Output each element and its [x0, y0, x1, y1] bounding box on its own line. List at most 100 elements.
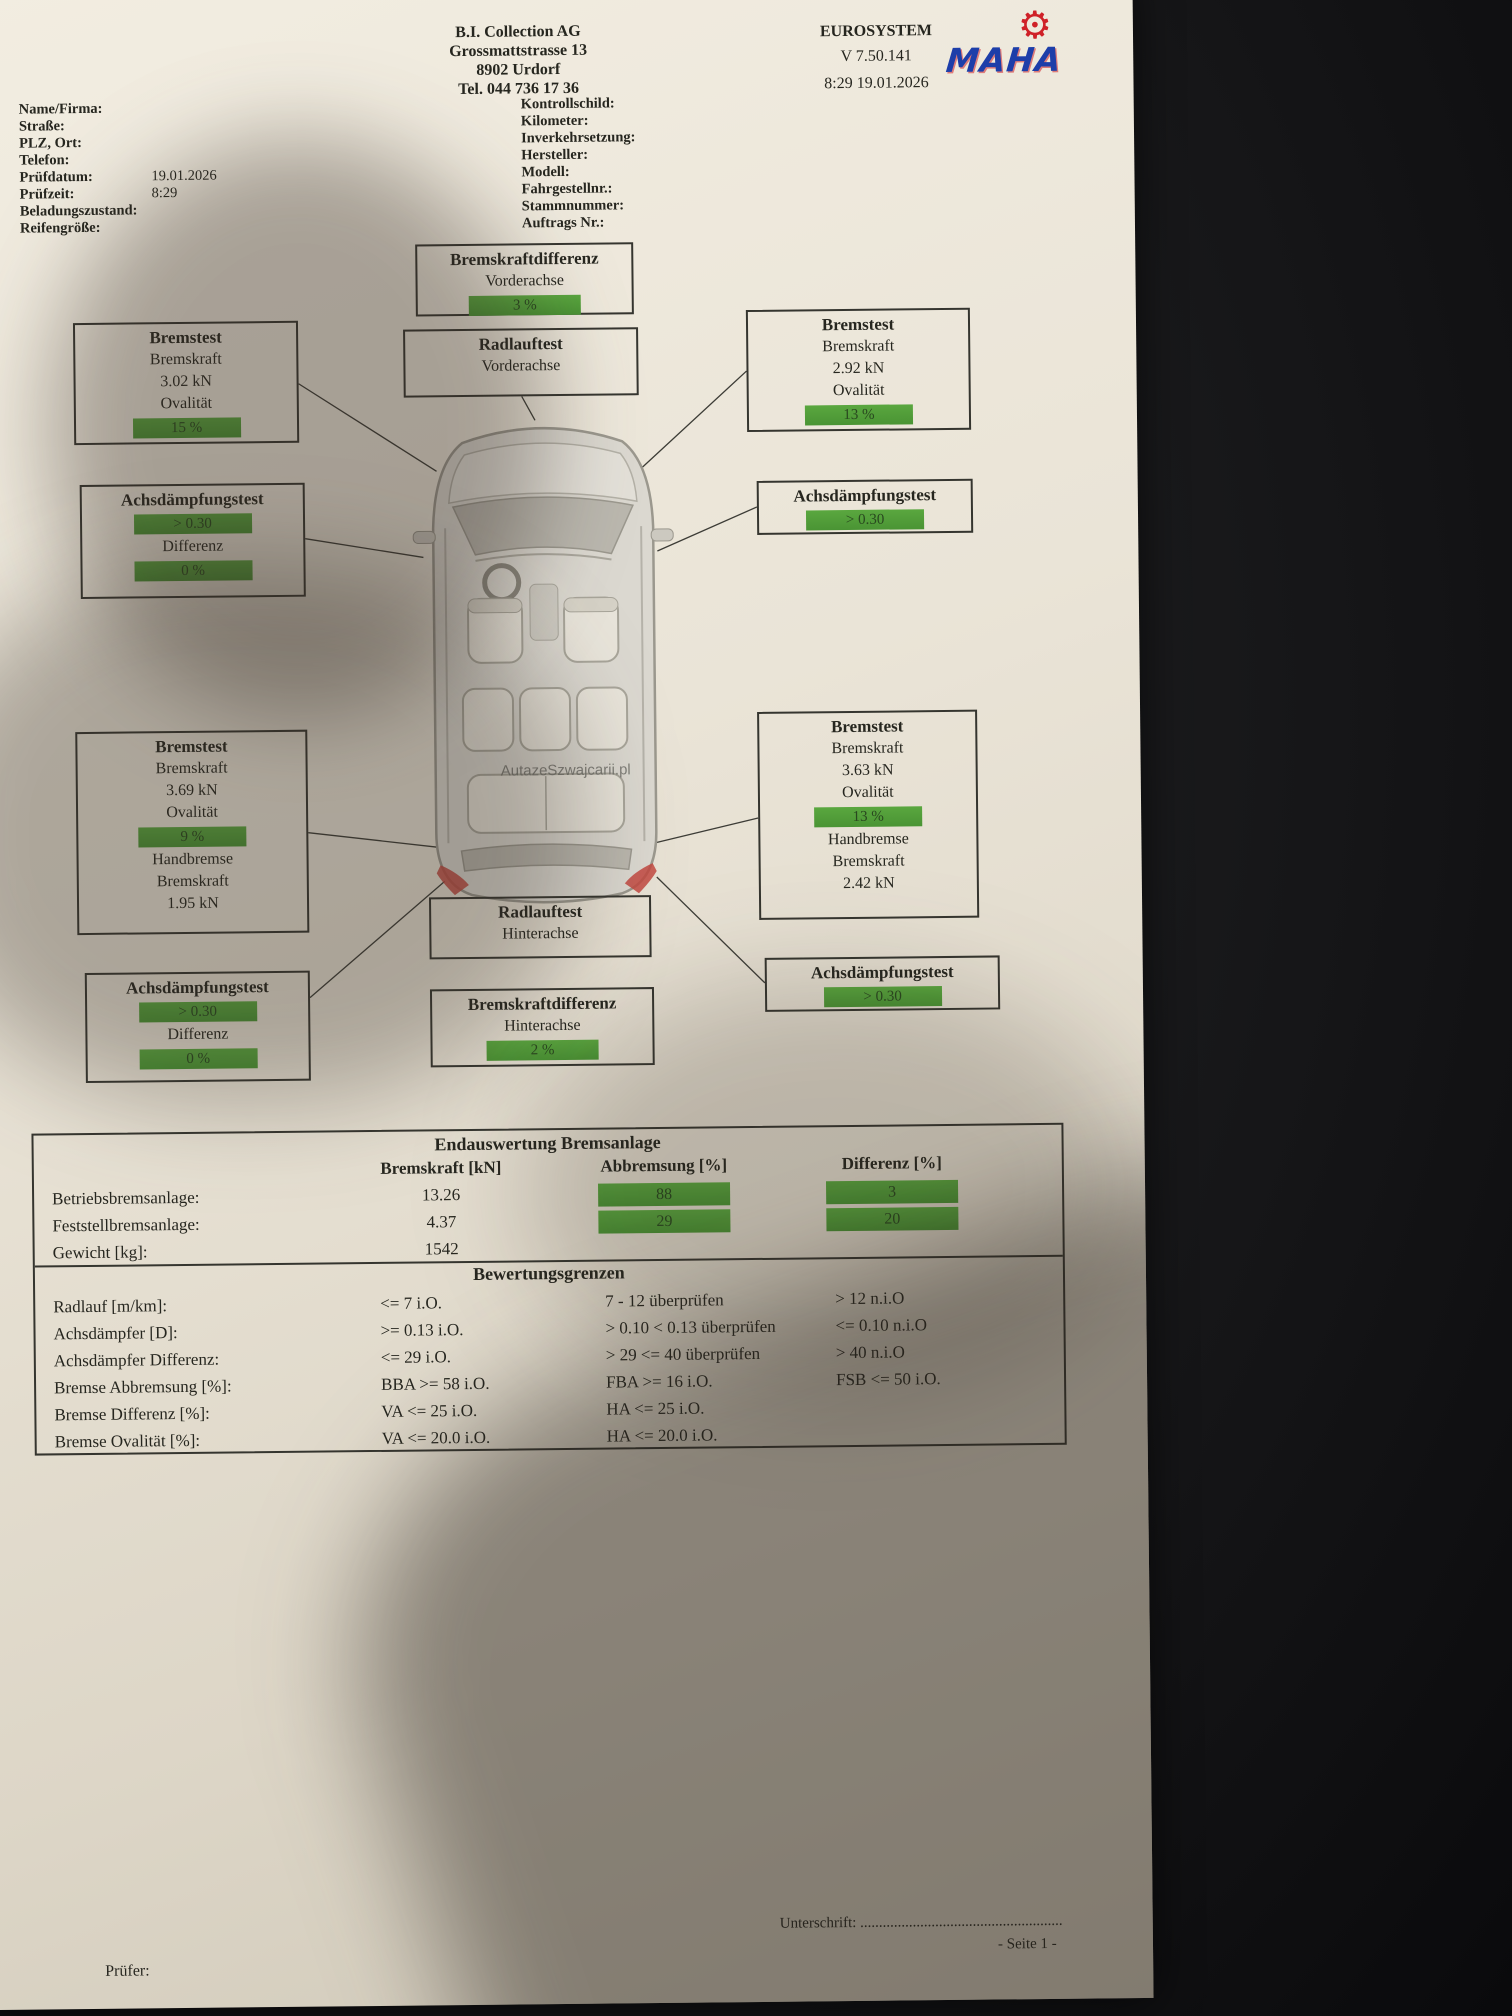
rear-axle-wheel-run-box: Radlauftest Hinterachse — [428, 895, 652, 960]
force-label: Bremskraft — [149, 350, 222, 369]
signature-label: Unterschrift: — [779, 1914, 857, 1932]
connector-lines — [298, 370, 766, 999]
column-header-force: Bremskraft [kN] — [380, 1157, 502, 1178]
damper-difference-bar: 0 % — [139, 1048, 258, 1070]
box-title: Radlauftest — [478, 333, 563, 354]
limit-ok: BBA >= 58 i.O. — [380, 1373, 490, 1394]
front-left-damper-test-box: Achsdämpfungstest > 0.30 Differenz 0 % — [79, 482, 306, 600]
axle-label: Hinterachse — [504, 1016, 581, 1035]
force-value: 13.26 — [421, 1185, 461, 1205]
handbrake-value: 1.95 kN — [167, 894, 219, 913]
rear-axle-difference-bar: 2 % — [486, 1039, 599, 1061]
page-number: - Seite 1 - — [997, 1935, 1057, 1953]
difference-bar: 20 — [826, 1206, 959, 1232]
front-right-damper-test-box: Achsdämpfungstest > 0.30 — [756, 478, 974, 535]
limit-check: HA <= 20.0 i.O. — [606, 1425, 718, 1446]
limit-fail: > 12 n.i.O — [835, 1288, 905, 1309]
signature-dots: ........................................… — [860, 1912, 1063, 1931]
column-header-difference: Differenz [%] — [841, 1153, 943, 1174]
document-content: B.I. Collection AG Grossmattstrasse 13 8… — [0, 3, 1154, 2011]
difference-label: Differenz — [162, 537, 224, 556]
axle-label: Hinterachse — [502, 924, 579, 943]
limit-label: Bremse Differenz [%]: — [54, 1403, 210, 1425]
limit-label: Achsdämpfer Differenz: — [53, 1349, 220, 1371]
limit-check: 7 - 12 überprüfen — [605, 1290, 724, 1311]
limit-fail: > 40 n.i.O — [835, 1342, 905, 1363]
ovality-bar: 13 % — [804, 404, 914, 426]
limit-fail: FSB <= 50 i.O. — [835, 1369, 941, 1390]
rear-right-brake-test-box: Bremstest Bremskraft 3.63 kN Ovalität 13… — [757, 709, 980, 920]
front-right-brake-test-box: Bremstest Bremskraft 2.92 kN Ovalität 13… — [745, 307, 972, 433]
force-value: 4.37 — [426, 1212, 457, 1232]
final-evaluation-table: Endauswertung Bremsanlage Bremskraft [kN… — [31, 1122, 1067, 1456]
box-title: Radlauftest — [498, 901, 583, 922]
ovality-label: Ovalität — [166, 803, 218, 822]
examiner-label: Prüfer: — [105, 1962, 150, 1980]
limit-label: Bremse Ovalität [%]: — [54, 1430, 201, 1452]
force-value: 3.63 kN — [841, 761, 894, 780]
watermark-text: AutazeSzwajcarii.pl — [500, 761, 631, 780]
handbrake-label: Handbremse — [152, 850, 234, 869]
box-title: Achsdämpfungstest — [120, 489, 264, 510]
force-label: Bremskraft — [822, 337, 895, 356]
handbrake-label: Handbremse — [827, 830, 909, 849]
column-header-deceleration: Abbremsung [%] — [600, 1155, 728, 1176]
limit-check: FBA >= 16 i.O. — [605, 1371, 713, 1392]
limit-check: HA <= 25 i.O. — [606, 1398, 705, 1419]
damper-difference-bar: 0 % — [133, 560, 253, 582]
box-title: Bremstest — [155, 736, 228, 757]
limit-fail: <= 0.10 n.i.O — [835, 1315, 928, 1336]
force-label: Bremskraft — [831, 739, 904, 758]
limit-ok: <= 29 i.O. — [380, 1347, 452, 1367]
damper-value-bar: > 0.30 — [805, 509, 925, 531]
limit-ok: VA <= 20.0 i.O. — [381, 1427, 491, 1448]
ovality-bar: 13 % — [814, 806, 923, 828]
box-title: Bremskraftdifferenz — [449, 248, 599, 270]
box-title: Bremstest — [821, 314, 895, 335]
handbrake-force-label: Bremskraft — [832, 852, 905, 871]
difference-label: Differenz — [167, 1025, 229, 1044]
limit-label: Bremse Abbremsung [%]: — [54, 1376, 232, 1398]
box-title: Achsdämpfungstest — [810, 961, 954, 983]
box-title: Achsdämpfungstest — [125, 977, 269, 998]
ovality-bar: 15 % — [132, 417, 241, 439]
limit-ok: >= 0.13 i.O. — [380, 1320, 464, 1340]
box-title: Bremskraftdifferenz — [467, 993, 617, 1015]
limit-label: Achsdämpfer [D]: — [53, 1323, 178, 1344]
front-axle-wheel-run-box: Radlauftest Vorderachse — [403, 327, 639, 398]
difference-bar: 3 — [825, 1179, 959, 1205]
limit-ok: <= 7 i.O. — [380, 1293, 443, 1313]
ovality-label: Ovalität — [842, 783, 894, 802]
document-paper: B.I. Collection AG Grossmattstrasse 13 8… — [0, 0, 1154, 2011]
box-title: Bremstest — [149, 327, 222, 348]
front-axle-brake-difference-box: Bremskraftdifferenz Vorderachse 3 % — [415, 242, 634, 317]
damper-value-bar: > 0.30 — [138, 1001, 257, 1023]
force-value: 3.02 kN — [160, 372, 212, 391]
row-label: Gewicht [kg]: — [52, 1242, 148, 1263]
limit-check: > 29 <= 40 überprüfen — [605, 1343, 761, 1365]
limit-check: > 0.10 < 0.13 überprüfen — [605, 1316, 776, 1338]
deceleration-bar: 88 — [597, 1182, 731, 1207]
axle-label: Vorderachse — [481, 357, 561, 375]
rear-right-damper-test-box: Achsdämpfungstest > 0.30 — [764, 955, 1001, 1012]
row-label: Feststellbremsanlage: — [52, 1214, 200, 1236]
damper-value-bar: > 0.30 — [823, 986, 942, 1008]
force-value: 3.69 kN — [165, 781, 218, 800]
box-title: Bremstest — [830, 716, 904, 737]
weight-value: 1542 — [424, 1239, 459, 1259]
limit-ok: VA <= 25 i.O. — [381, 1400, 478, 1421]
ovality-bar: 9 % — [138, 826, 247, 848]
row-label: Betriebsbremsanlage: — [52, 1187, 200, 1209]
handbrake-value: 2.42 kN — [842, 874, 895, 893]
signature-line: Unterschrift: ..........................… — [780, 1913, 1063, 1933]
box-title: Achsdämpfungstest — [793, 485, 937, 506]
damper-value-bar: > 0.30 — [133, 513, 252, 535]
ovality-label: Ovalität — [832, 381, 885, 400]
front-axle-difference-bar: 3 % — [468, 294, 581, 316]
ovality-label: Ovalität — [160, 394, 213, 413]
rear-left-brake-test-box: Bremstest Bremskraft 3.69 kN Ovalität 9 … — [75, 729, 310, 936]
deceleration-bar: 29 — [598, 1209, 731, 1234]
rear-axle-brake-difference-box: Bremskraftdifferenz Hinterachse 2 % — [429, 987, 655, 1068]
car-top-view-illustration — [412, 426, 674, 904]
